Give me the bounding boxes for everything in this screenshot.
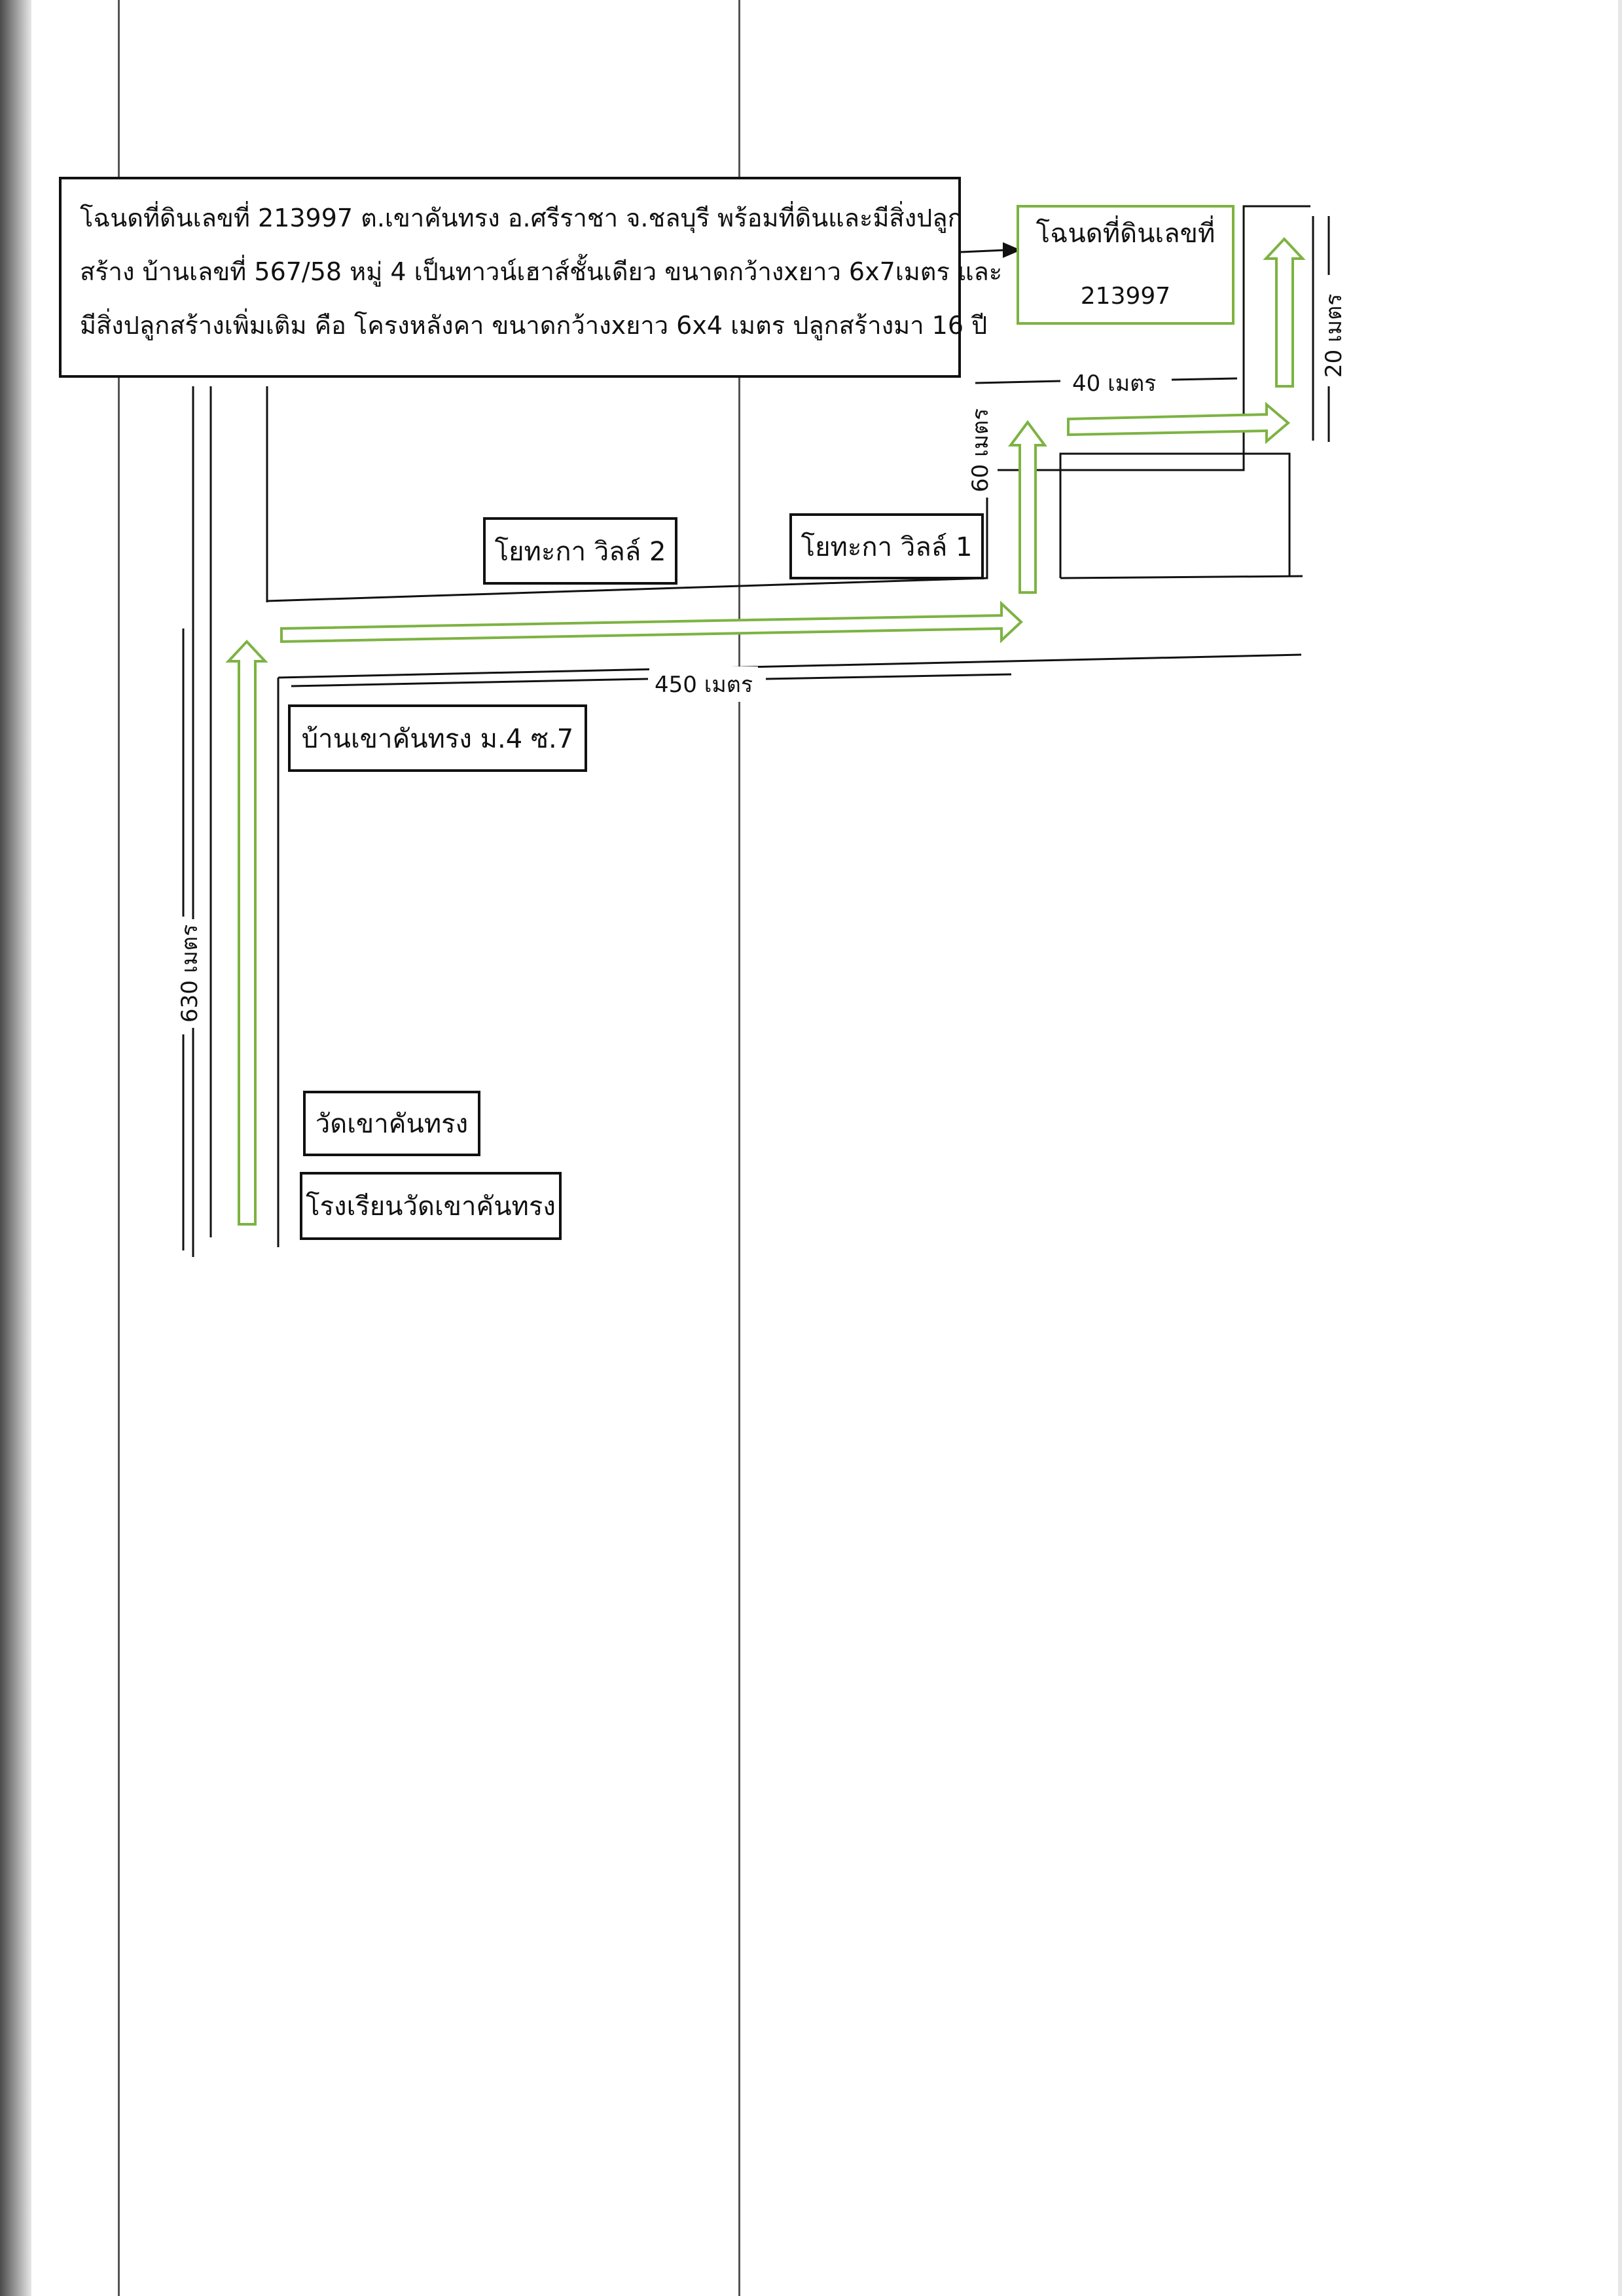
distance-630: 630 เมตร: [171, 919, 207, 1028]
place-yothaka-villa-1: โยทะกา วิลล์ 1: [789, 513, 984, 579]
road-edge: [1060, 575, 1303, 579]
dimension-line-40: [1171, 377, 1238, 381]
description-line-1: โฉนดที่ดินเลขที่ 213997 ต.เขาคันทรง อ.ศร…: [80, 204, 963, 232]
route-arrows: [225, 237, 1306, 1226]
distance-450: 450 เมตร: [649, 666, 759, 702]
scan-left-edge: [0, 0, 31, 2296]
dimension-line-450: [765, 673, 1012, 680]
route-arrow-up: [1008, 420, 1047, 594]
place-wat-khao-khan-song: วัดเขาคันทรง: [303, 1091, 480, 1156]
distance-20: 20 เมตร: [1316, 288, 1351, 383]
route-arrow-right: [280, 600, 1023, 644]
description-box: โฉนดที่ดินเลขที่ 213997 ต.เขาคันทรง อ.ศร…: [59, 177, 1003, 378]
place-ban-khao-khan-song: บ้านเขาคันทรง ม.4 ซ.7: [288, 704, 587, 772]
road-edge: [266, 205, 1310, 602]
scan-line-left: [118, 0, 120, 2296]
distance-60: 60 เมตร: [962, 403, 998, 498]
pointer-arrowhead: [1003, 242, 1021, 258]
route-arrow-up: [1263, 237, 1306, 388]
scan-right-edge: [1618, 0, 1622, 2296]
plot-box-title: โฉนดที่ดินเลขที่: [1036, 218, 1216, 249]
place-school: โรงเรียนวัดเขาคันทรง: [300, 1172, 562, 1240]
road-lines: [182, 205, 1330, 1257]
dimension-line-450: [291, 678, 649, 687]
route-arrow-right: [1067, 401, 1291, 445]
description-line-3: มีสิ่งปลูกสร้างเพิ่มเติม คือ โครงหลังคา …: [80, 311, 988, 340]
place-yothaka-villa-2: โยทะกา วิลล์ 2: [483, 517, 677, 585]
road-edge: [278, 653, 1302, 679]
description-line-2: สร้าง บ้านเลขที่ 567/58 หมู่ 4 เป็นทาวน์…: [80, 257, 1003, 286]
route-arrow-up: [225, 640, 268, 1226]
scan-line-middle: [738, 0, 740, 2296]
dimension-line-40: [975, 380, 1061, 384]
plot-box: โฉนดที่ดินเลขที่ 213997: [1017, 205, 1235, 325]
road-edge: [1059, 452, 1291, 578]
distance-40: 40 เมตร: [1067, 365, 1162, 401]
plot-box-number: 213997: [1080, 282, 1171, 310]
pointer-line: [960, 249, 1005, 253]
